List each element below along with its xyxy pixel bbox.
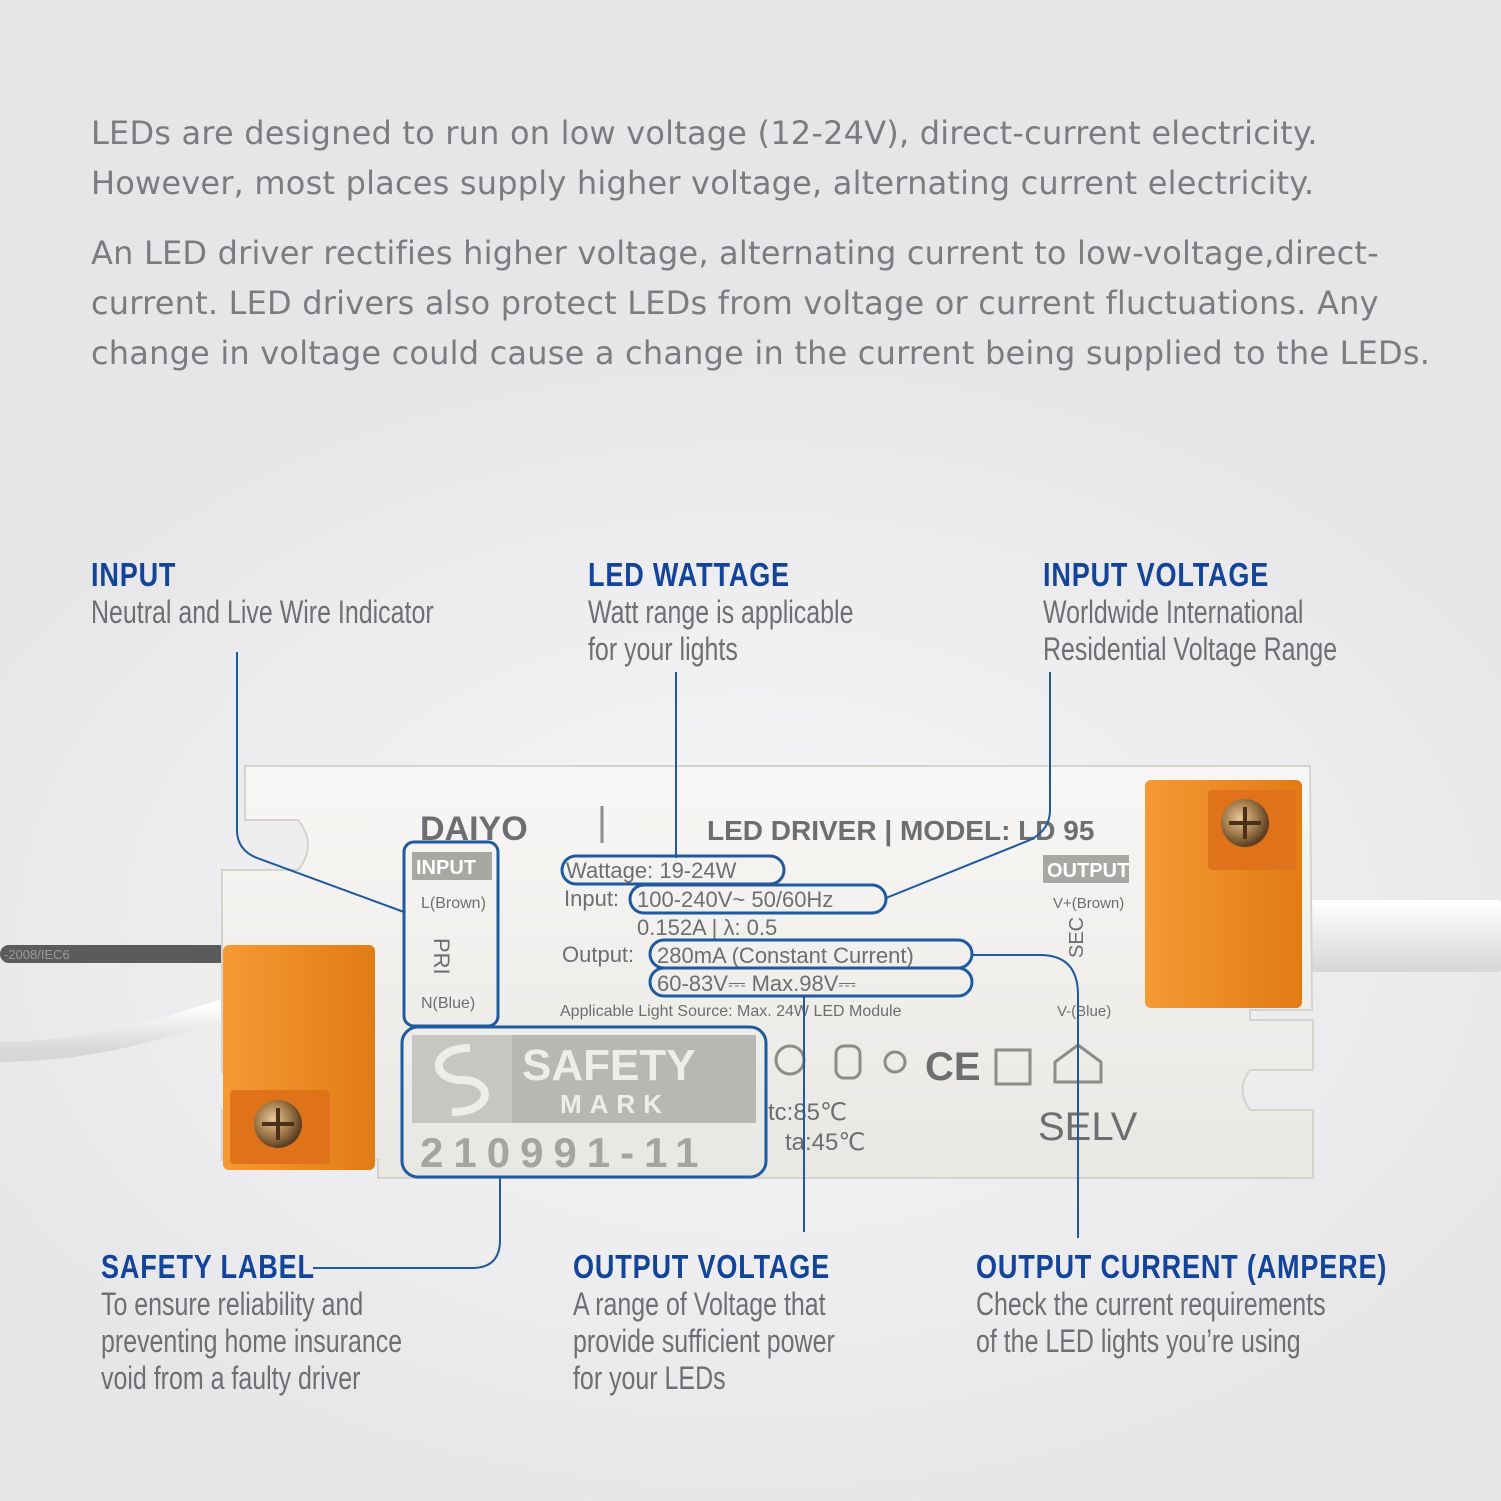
right-cable	[1290, 900, 1501, 972]
callout-led-wattage-desc: Watt range is applicable for your lights	[588, 594, 853, 668]
cert-icon	[834, 1044, 862, 1080]
desc-line: Watt range is applicable	[588, 594, 854, 630]
input-l-label: L(Brown)	[421, 895, 486, 912]
input-field-label: Input:	[564, 886, 619, 911]
intro-paragraph-2: An LED driver rectifies higher voltage, …	[91, 234, 1431, 372]
driver-label-print: DAIYO LED DRIVER | MODEL: LD 95 INPUT L(…	[400, 806, 1138, 1179]
cert-icon	[883, 1050, 907, 1074]
callout-safety-label-title: SAFETY LABEL	[101, 1248, 315, 1285]
desc-line: void from a faulty driver	[101, 1360, 361, 1396]
callout-input-voltage: INPUT VOLTAGE Worldwide International Re…	[1043, 556, 1420, 668]
desc-line: Worldwide International	[1043, 594, 1304, 630]
callout-led-wattage: LED WATTAGE Watt range is applicable for…	[588, 556, 928, 668]
safety-word: SAFETY	[522, 1041, 696, 1090]
cable-print: -2008/IEC6	[4, 947, 70, 962]
output-box-label: OUTPUT	[1047, 860, 1129, 882]
desc-line: Check the current requirements	[976, 1286, 1326, 1322]
callout-input: INPUT Neutral and Live Wire Indicator	[91, 556, 530, 631]
left-cables: -2008/IEC6	[0, 945, 250, 1062]
desc-line: for your lights	[588, 631, 738, 667]
prt-label: PRI	[429, 938, 454, 975]
callout-lines	[236, 652, 1079, 1269]
cert-number: 210991-11	[420, 1129, 709, 1176]
desc-line: A range of Voltage that	[573, 1286, 826, 1322]
callout-safety-label: SAFETY LABEL To ensure reliability and p…	[101, 1248, 487, 1397]
callout-safety-label-desc: To ensure reliability and preventing hom…	[101, 1286, 402, 1397]
double-insulation-icon	[994, 1048, 1032, 1086]
selv-text: SELV	[1038, 1105, 1138, 1149]
desc-line: for your LEDs	[573, 1360, 726, 1396]
callout-output-voltage-title: OUTPUT VOLTAGE	[573, 1248, 831, 1285]
callout-output-voltage-desc: A range of Voltage that provide sufficie…	[573, 1286, 835, 1397]
callout-input-voltage-title: INPUT VOLTAGE	[1043, 556, 1270, 593]
callout-output-current: OUTPUT CURRENT (AMPERE) Check the curren…	[976, 1248, 1477, 1360]
intro-paragraph-1: LEDs are designed to run on low voltage …	[91, 114, 1318, 202]
desc-line: provide sufficient power	[573, 1323, 835, 1359]
ta-text: ta:45℃	[785, 1129, 865, 1156]
output-current-text: 280mA (Constant Current)	[657, 943, 914, 968]
safety-mark-logo-icon	[434, 1044, 489, 1116]
desc-line: preventing home insurance	[101, 1323, 403, 1359]
left-terminal-block	[223, 945, 375, 1170]
callout-output-voltage: OUTPUT VOLTAGE A range of Voltage that p…	[573, 1248, 909, 1397]
callout-input-voltage-desc: Worldwide International Residential Volt…	[1043, 594, 1337, 668]
input-box-label: INPUT	[416, 857, 476, 879]
callout-output-current-desc: Check the current requirements of the LE…	[976, 1286, 1367, 1360]
callout-input-title: INPUT	[91, 556, 177, 593]
callout-input-desc: Neutral and Live Wire Indicator	[91, 594, 434, 631]
tc-text: tc:85℃	[768, 1099, 847, 1126]
house-icon	[1053, 1043, 1103, 1084]
sec-label: SEC	[1066, 917, 1088, 958]
mark-word: MARK	[560, 1089, 670, 1119]
callout-output-current-title: OUTPUT CURRENT (AMPERE)	[976, 1248, 1388, 1285]
intro-text: LEDs are designed to run on low voltage …	[91, 108, 1451, 398]
desc-line: To ensure reliability and	[101, 1286, 364, 1322]
output-field-label: Output:	[562, 942, 634, 967]
callout-led-wattage-title: LED WATTAGE	[588, 556, 790, 593]
wattage-text: Wattage: 19-24W	[566, 858, 737, 883]
current-pf-text: 0.152A | λ: 0.5	[637, 915, 777, 940]
desc-line: Neutral and Live Wire Indicator	[91, 594, 434, 630]
input-value-text: 100-240V~ 50/60Hz	[637, 887, 833, 912]
ce-mark: CE	[925, 1045, 981, 1089]
input-n-label: N(Blue)	[421, 995, 475, 1012]
desc-line: of the LED lights you’re using	[976, 1323, 1301, 1359]
model-text: LED DRIVER | MODEL: LD 95	[707, 815, 1094, 846]
light-source-text: Applicable Light Source: Max. 24W LED Mo…	[560, 1003, 902, 1020]
desc-line: Residential Voltage Range	[1043, 631, 1338, 667]
output-voltage-text: 60-83V⎓ Max.98V⎓	[657, 971, 856, 996]
output-vminus-label: V-(Blue)	[1057, 1003, 1111, 1020]
right-terminal-block	[1145, 780, 1302, 1008]
output-vplus-label: V+(Brown)	[1053, 895, 1124, 912]
